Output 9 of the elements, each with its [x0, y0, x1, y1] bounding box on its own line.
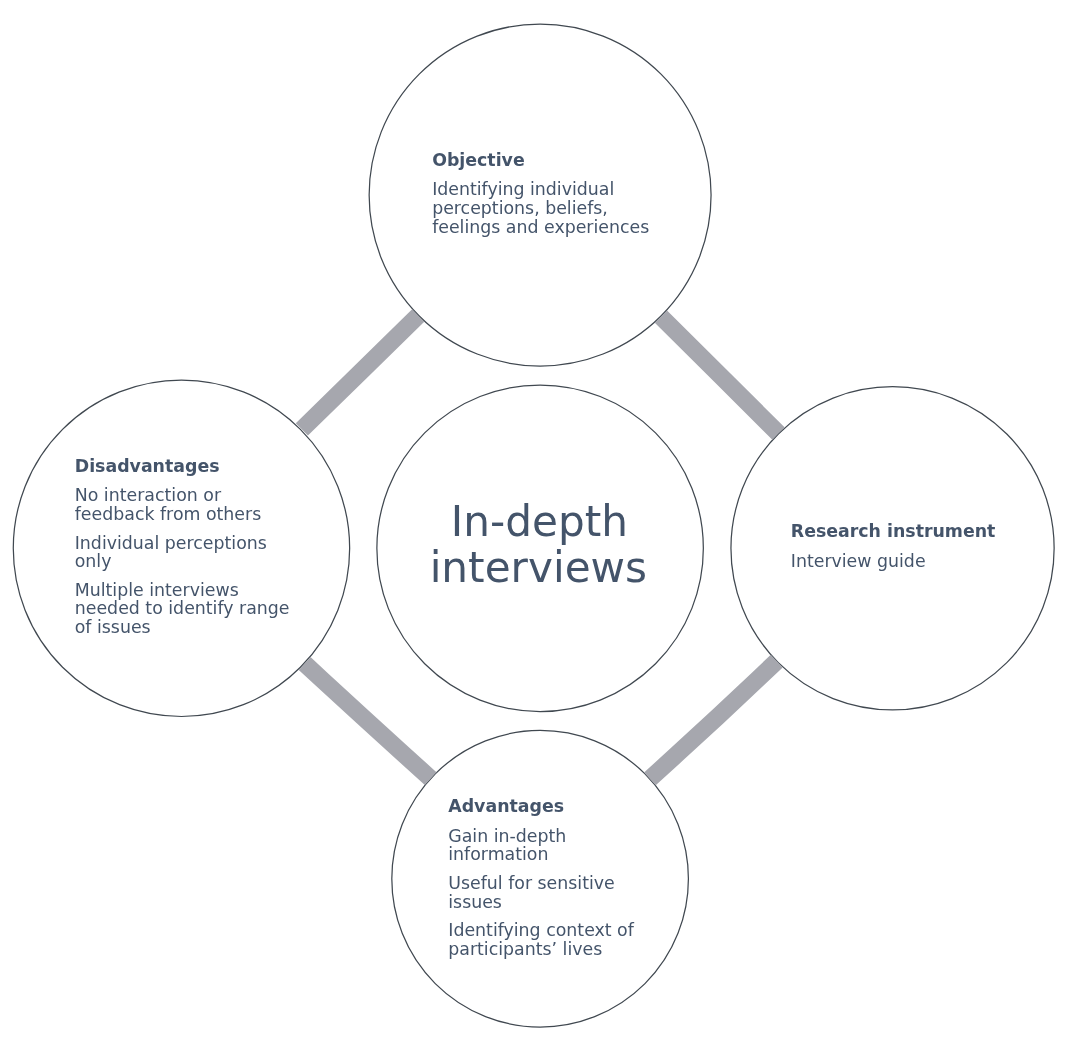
connector [298, 656, 437, 785]
connector [654, 309, 785, 440]
connector [295, 308, 425, 436]
node-circle: Objective Identifying individual perceptions, beliefs, feelings and experiences [368, 23, 712, 367]
node-circle: Advantages Gain in-depth information Useful for sensitive issues Identifying context of participants’ lives [391, 729, 689, 1028]
node-circle: In-depth interviews [376, 383, 704, 712]
node-circle: Research instrument Interview guide [730, 385, 1055, 711]
node-circle: Disadvantages No interaction or feedback from others Individual perceptions only Multiple interviews needed to identify range of issues [12, 379, 351, 717]
connector [644, 654, 783, 785]
